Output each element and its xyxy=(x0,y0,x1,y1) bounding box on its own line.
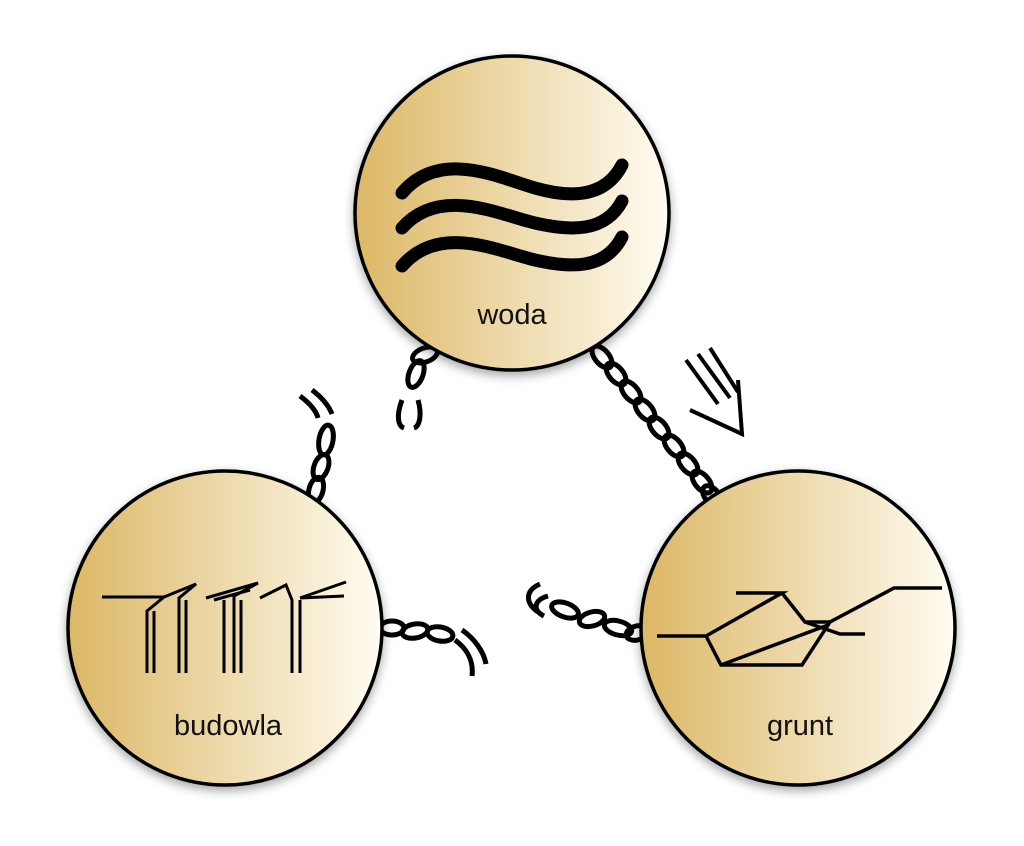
chain-structure-right xyxy=(377,618,489,677)
chain-structure-top xyxy=(298,388,336,506)
soil-circle xyxy=(639,469,957,787)
building-piles-icon xyxy=(102,580,347,673)
soil-label: grunt xyxy=(767,710,833,742)
flow-arrow-icon xyxy=(684,346,745,438)
water-label: woda xyxy=(476,299,547,331)
chain-water-soil xyxy=(589,343,724,509)
node-structure: budowla xyxy=(66,469,384,787)
waves-icon xyxy=(395,158,629,273)
soil-slope-icon xyxy=(657,586,942,667)
chain-soil-left xyxy=(526,581,651,643)
node-water: woda xyxy=(353,54,671,372)
structure-label: budowla xyxy=(174,710,283,742)
chain-water-broken xyxy=(395,344,440,431)
node-soil: grunt xyxy=(639,469,957,787)
